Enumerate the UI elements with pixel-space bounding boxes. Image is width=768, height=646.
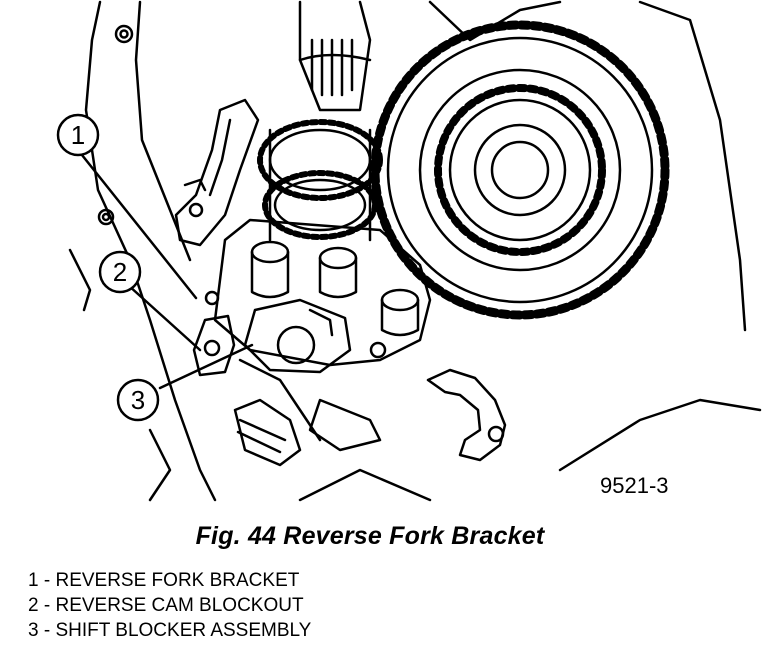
svg-text:3: 3 [131, 385, 145, 415]
svg-text:2: 2 [113, 257, 127, 287]
callout-1-leader [76, 148, 198, 300]
case-right-wall [638, 0, 747, 332]
legend-item: 1 - REVERSE FORK BRACKET [28, 570, 300, 591]
callout-3-leader [158, 343, 254, 390]
svg-text:1: 1 [71, 120, 85, 150]
case-flange [428, 0, 562, 42]
bracket-plate [213, 218, 432, 367]
transmission-illustration: 1 2 3 9521-3 [56, 0, 762, 502]
shift-blocker-assembly [238, 298, 352, 442]
main-gear [370, 20, 670, 320]
bolt-head [114, 24, 134, 44]
shift-rail-post [250, 240, 290, 299]
reverse-fork-bracket [174, 98, 260, 247]
bolt-head [97, 208, 115, 226]
legend-item: 3 - SHIFT BLOCKER ASSEMBLY [28, 620, 312, 641]
input-shaft [298, 0, 372, 112]
callout-2: 2 [98, 250, 142, 294]
shift-rail-post [380, 288, 420, 337]
detent-assembly [233, 398, 382, 467]
figure-code: 9521-3 [600, 473, 669, 498]
hook-bracket [426, 368, 507, 462]
case-inner-wall [134, 0, 192, 262]
shift-rail-post [318, 246, 358, 299]
callout-1: 1 [56, 113, 100, 157]
reverse-cam-blockout [192, 314, 236, 377]
figure-caption: Fig. 44 Reverse Fork Bracket [195, 522, 545, 550]
callout-2-leader [126, 283, 202, 352]
callout-3: 3 [116, 378, 160, 422]
legend-list: 1 - REVERSE FORK BRACKET 2 - REVERSE CAM… [28, 568, 311, 643]
legend-item: 2 - REVERSE CAM BLOCKOUT [28, 595, 304, 616]
transmission-case-outline [84, 0, 217, 502]
